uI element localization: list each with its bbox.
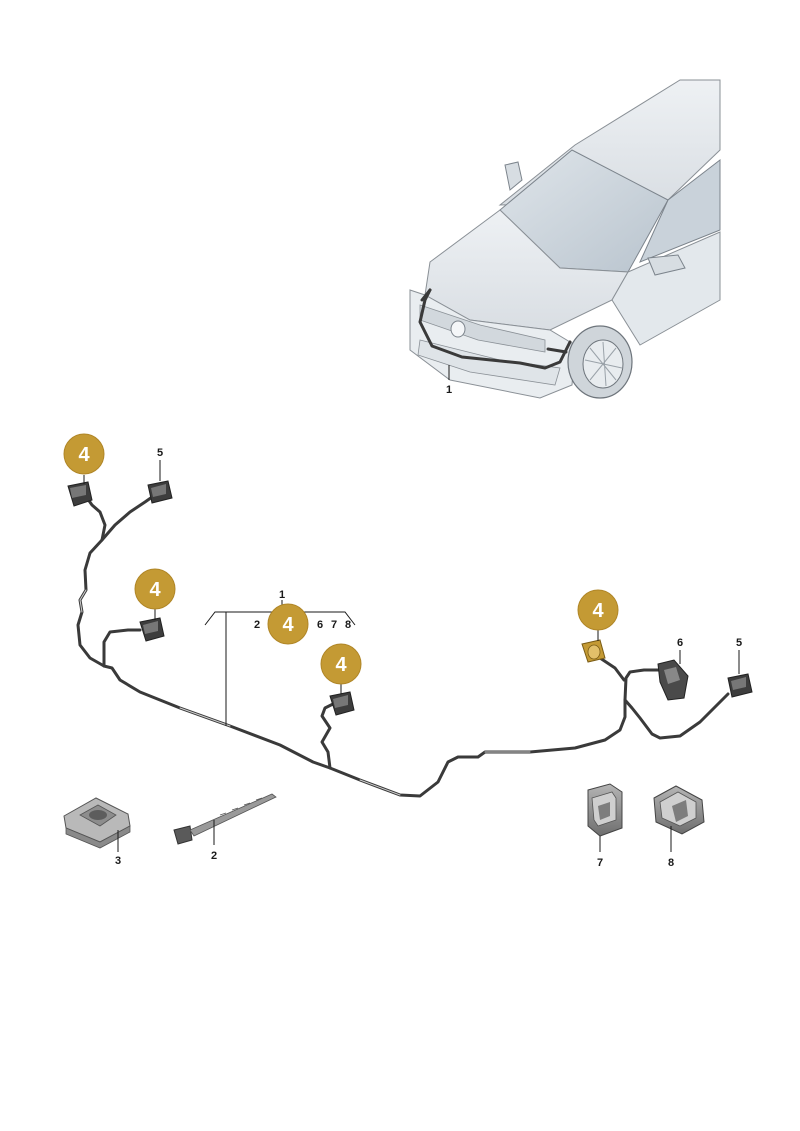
car-illustration: [409, 79, 721, 399]
callout-6-right: 6: [677, 637, 683, 649]
callout-group-2: 2: [254, 619, 260, 631]
callout-group-1: 1: [279, 589, 285, 601]
part-3-bracket[interactable]: [63, 797, 131, 849]
svg-text:4: 4: [78, 444, 90, 466]
svg-text:4: 4: [592, 600, 604, 622]
callout-7: 7: [597, 857, 603, 869]
part-8-holder[interactable]: [653, 785, 705, 835]
callout-group-8: 8: [345, 619, 351, 631]
connector-6-right[interactable]: [657, 659, 689, 701]
callout-8: 8: [668, 857, 674, 869]
callout-5-left: 5: [157, 447, 163, 459]
sensor-connector-left-top[interactable]: [67, 481, 93, 507]
wiring-harness: [76, 493, 730, 798]
sensor-connector-right-highlighted[interactable]: [581, 639, 606, 663]
part-2-cable-tie[interactable]: [173, 793, 277, 845]
sensor-connector-left-middle[interactable]: [139, 617, 165, 642]
badge-4-center[interactable]: 4: [320, 643, 362, 694]
svg-text:4: 4: [149, 579, 161, 601]
callout-5-right: 5: [736, 637, 742, 649]
callout-group-7: 7: [331, 619, 337, 631]
badge-4-group[interactable]: 4: [267, 603, 309, 645]
callout-car-1: 1: [446, 384, 452, 396]
badge-4-right[interactable]: 4: [577, 589, 619, 641]
callout-3: 3: [115, 855, 121, 867]
callout-group-6: 6: [317, 619, 323, 631]
badge-4-left-top[interactable]: 4: [63, 433, 105, 484]
svg-text:4: 4: [282, 614, 294, 636]
svg-text:4: 4: [335, 654, 347, 676]
callout-2: 2: [211, 850, 217, 862]
part-7-holder[interactable]: [587, 783, 623, 837]
badge-4-left-middle[interactable]: 4: [134, 568, 176, 620]
sensor-connector-5-right[interactable]: [727, 673, 753, 698]
sensor-connector-center[interactable]: [329, 691, 355, 716]
sensor-connector-5-left[interactable]: [147, 480, 173, 504]
